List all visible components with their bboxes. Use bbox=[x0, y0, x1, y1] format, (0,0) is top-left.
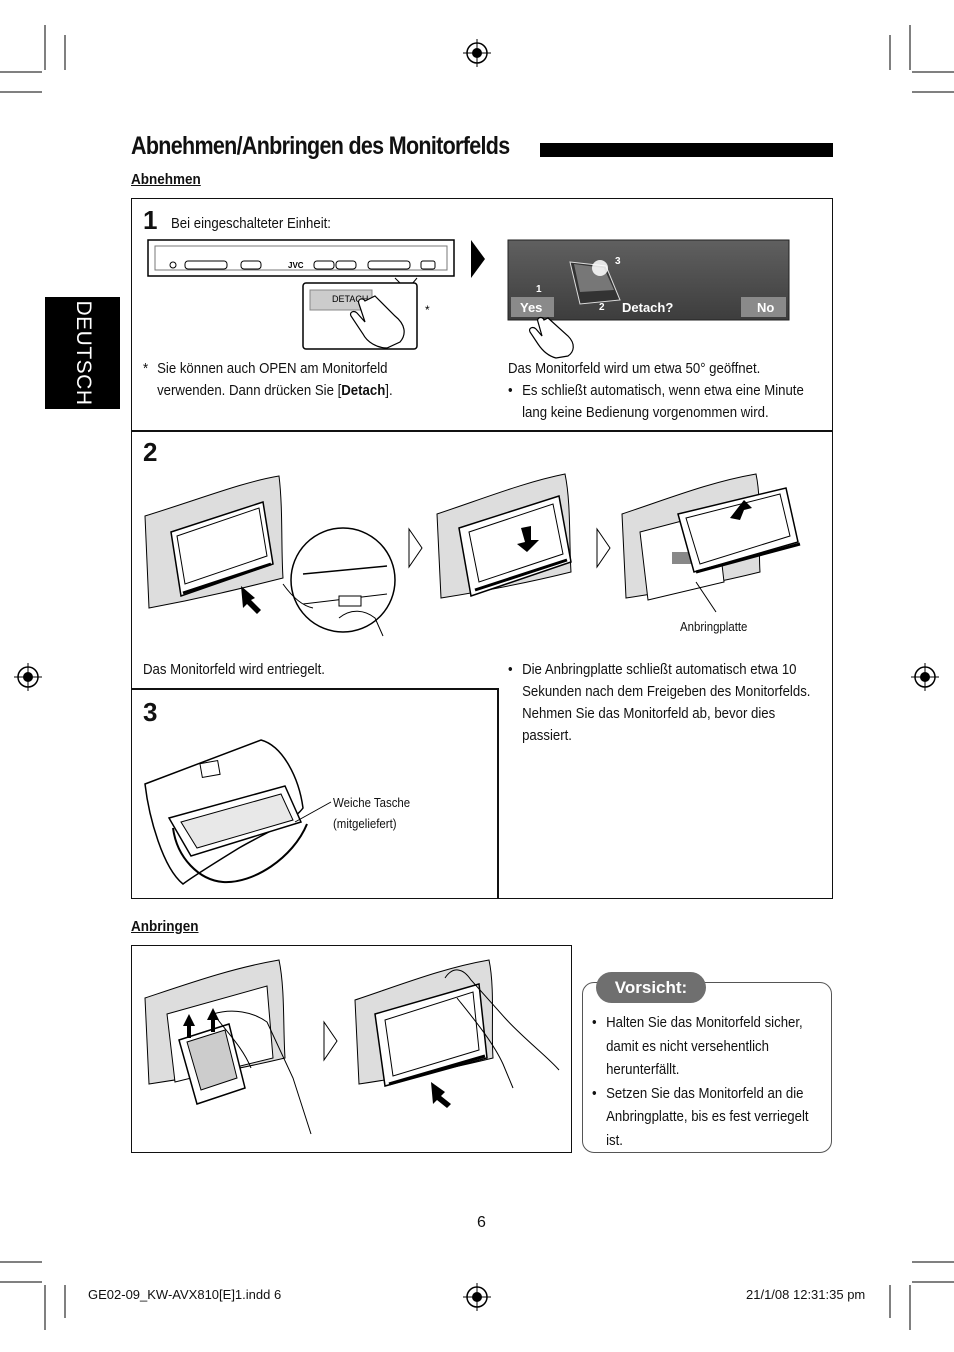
remove-panel-illustration bbox=[621, 473, 801, 613]
attach-illustration-2 bbox=[354, 959, 560, 1108]
remove-steps-box bbox=[131, 198, 833, 899]
soft-case-label-2: (mitgeliefert) bbox=[333, 816, 397, 831]
divider-step1 bbox=[132, 430, 832, 432]
caution-box bbox=[582, 982, 832, 1153]
detach-button-label: DETACH bbox=[332, 294, 368, 304]
tilt-illustration bbox=[436, 473, 572, 599]
no-button[interactable] bbox=[741, 297, 786, 317]
arrow-right-outline-icon bbox=[408, 527, 423, 569]
divider-step3 bbox=[132, 688, 498, 690]
step-number-3: 3 bbox=[143, 697, 158, 727]
head-unit-illustration: JVC DETACH * bbox=[147, 239, 455, 350]
section-heading-attach: Anbringen bbox=[131, 918, 199, 935]
language-tab-label: DEUTSCH bbox=[71, 300, 95, 406]
step1-result: Das Monitorfeld wird um etwa 50° geöffne… bbox=[508, 358, 816, 424]
soft-case-label-1: Weiche Tasche bbox=[333, 795, 411, 810]
detach-question: Detach? bbox=[622, 300, 673, 315]
caution-item: Halten Sie das Monitorfeld sicher, damit… bbox=[592, 1011, 823, 1082]
unlock-illustration bbox=[144, 475, 396, 637]
monitor-screen-illustration: 1 2 3 Yes Detach? No bbox=[507, 239, 790, 359]
language-tab: DEUTSCH bbox=[45, 297, 120, 409]
no-label: No bbox=[757, 300, 774, 315]
step1-bullet: Es schließt automatisch, wenn etwa eine … bbox=[508, 380, 816, 424]
page-number: 6 bbox=[477, 1214, 486, 1231]
svg-text:3: 3 bbox=[615, 256, 621, 267]
step-number-2: 2 bbox=[143, 437, 158, 467]
arrow-right-outline-icon bbox=[596, 527, 611, 569]
step2-bullet: Die Anbringplatte schließt automatisch e… bbox=[508, 659, 816, 747]
soft-case-illustration bbox=[144, 739, 332, 885]
footer-file: GE02-09_KW-AVX810[E]1.indd 6 bbox=[88, 1287, 282, 1302]
yes-button[interactable] bbox=[511, 297, 554, 317]
arrow-right-outline-icon bbox=[323, 1020, 338, 1062]
brand-label: JVC bbox=[288, 261, 304, 270]
step2-result: Das Monitorfeld wird entriegelt. bbox=[143, 661, 325, 678]
page-title: Abnehmen/Anbringen des Monitorfelds bbox=[131, 132, 510, 160]
caution-list: Halten Sie das Monitorfeld sicher, damit… bbox=[592, 1011, 823, 1152]
section-heading-remove: Abnehmen bbox=[131, 171, 201, 188]
yes-label: Yes bbox=[520, 300, 542, 315]
svg-text:1: 1 bbox=[536, 284, 542, 295]
registration-mark-top bbox=[463, 39, 491, 67]
step1-note: * Sie können auch OPEN am Monitorfeld ve… bbox=[143, 360, 393, 399]
divider-step3-vertical bbox=[497, 688, 499, 898]
registration-mark-right bbox=[911, 663, 939, 691]
footer-date: 21/1/08 12:31:35 pm bbox=[746, 1287, 866, 1302]
step1-intro: Bei eingeschalteter Einheit: bbox=[171, 215, 331, 232]
arrow-right-icon bbox=[471, 240, 485, 278]
caution-title: Vorsicht: bbox=[596, 972, 706, 1003]
plate-label: Anbringplatte bbox=[680, 619, 748, 634]
attach-illustration-1 bbox=[144, 959, 312, 1135]
svg-text:*: * bbox=[425, 303, 430, 317]
attach-box bbox=[131, 945, 572, 1153]
registration-mark-bottom bbox=[463, 1283, 491, 1311]
step-number-1: 1 bbox=[143, 205, 158, 235]
caution-item: Setzen Sie das Monitorfeld an die Anbrin… bbox=[592, 1082, 823, 1153]
title-rule bbox=[540, 143, 833, 157]
svg-text:2: 2 bbox=[599, 302, 605, 313]
registration-mark-left bbox=[14, 663, 42, 691]
